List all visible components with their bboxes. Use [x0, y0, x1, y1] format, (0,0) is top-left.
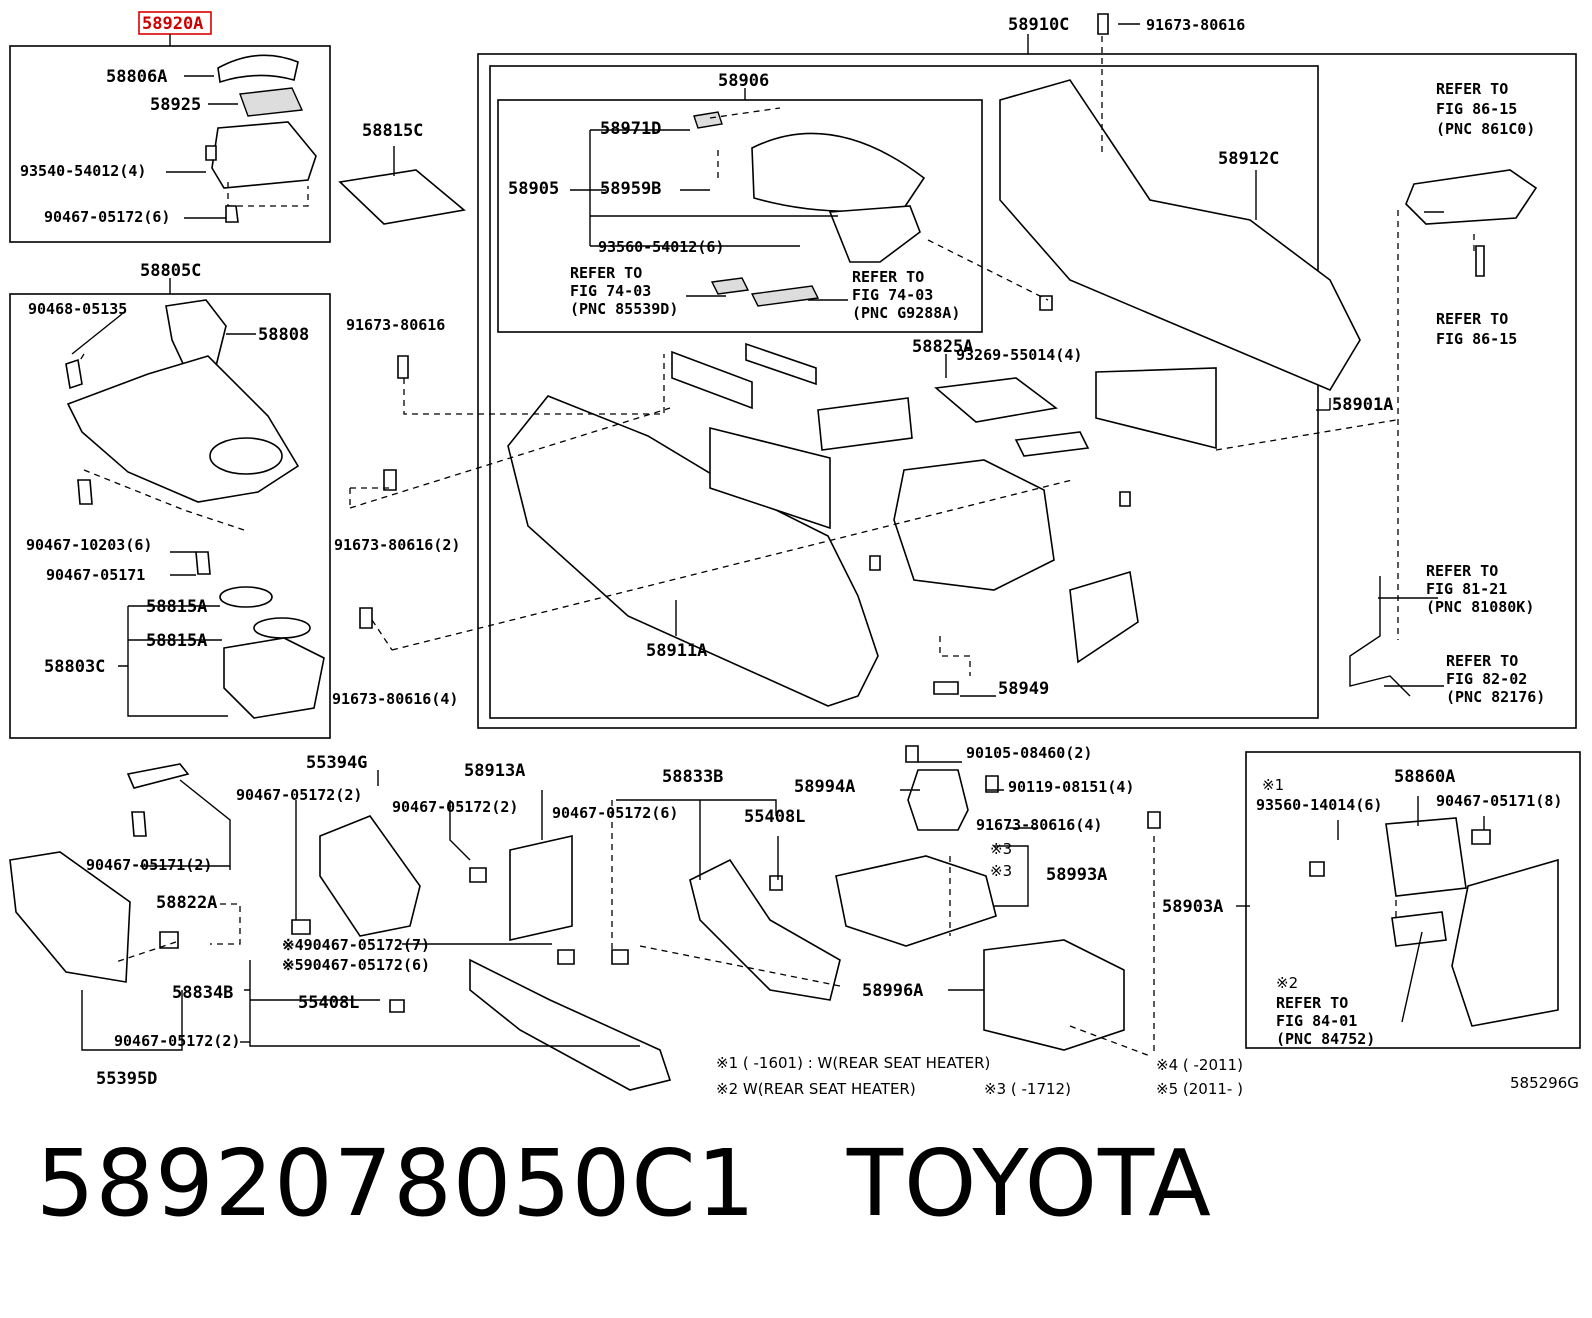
label-58912C[interactable]: 58912C — [1218, 149, 1279, 169]
label-58822A[interactable]: 58822A — [156, 893, 217, 913]
mark-3b: ※3 — [990, 862, 1012, 880]
label-93560-54012[interactable]: 93560-54012(6) — [598, 238, 724, 256]
label-58805C[interactable]: 58805C — [140, 261, 201, 281]
label-90467-05171-2[interactable]: 90467-05171(2) — [86, 856, 212, 874]
note-2: ※2 W(REAR SEAT HEATER) — [716, 1080, 916, 1098]
label-58971D[interactable]: 58971D — [600, 119, 661, 139]
refer-82176-l2: FIG 82-02 — [1446, 670, 1527, 688]
label-91673-80616-l1[interactable]: 91673-80616 — [346, 316, 445, 334]
label-58905[interactable]: 58905 — [508, 179, 559, 199]
label-90467-10203[interactable]: 90467-10203(6) — [26, 536, 152, 554]
label-55395D[interactable]: 55395D — [96, 1069, 157, 1089]
label-58996A[interactable]: 58996A — [862, 981, 923, 1001]
refer-blocks: REFER TO FIG 86-15 (PNC 861C0) REFER TO … — [570, 80, 1545, 1048]
group-box-58906 — [497, 99, 983, 333]
label-91673-80616-top[interactable]: 91673-80616 — [1146, 16, 1245, 34]
mark-1: ※1 — [1262, 776, 1284, 794]
label-58815A-2[interactable]: 58815A — [146, 631, 207, 651]
refer-861c0-l3: (PNC 861C0) — [1436, 120, 1535, 138]
figure-code: 585296G — [1510, 1074, 1579, 1092]
label-58833B[interactable]: 58833B — [662, 767, 723, 787]
label-91673-80616-l3[interactable]: 91673-80616(4) — [332, 690, 458, 708]
label-90467-05171-8[interactable]: 90467-05171(8) — [1436, 792, 1562, 810]
dashed-leaders — [115, 36, 1475, 1057]
refer-85539-l1[interactable]: REFER TO — [570, 264, 642, 282]
label-90467-05172-2a[interactable]: 90467-05172(2) — [236, 786, 362, 804]
label-58949[interactable]: 58949 — [998, 679, 1049, 699]
part-illustrations — [9, 13, 1559, 1091]
label-58906[interactable]: 58906 — [718, 71, 769, 91]
refer-84752-l2: FIG 84-01 — [1276, 1012, 1357, 1030]
mark-3a: ※3 — [990, 840, 1012, 858]
label-58913A[interactable]: 58913A — [464, 761, 525, 781]
refer-82176-l1[interactable]: REFER TO — [1446, 652, 1518, 670]
label-91673-80616-l2[interactable]: 91673-80616(2) — [334, 536, 460, 554]
label-58993A[interactable]: 58993A — [1046, 865, 1107, 885]
label-58911A[interactable]: 58911A — [646, 641, 707, 661]
refer-8615-l2: FIG 86-15 — [1436, 330, 1517, 348]
note-5: ※5 (2011- ) — [1156, 1080, 1243, 1098]
label-55408L-2[interactable]: 55408L — [298, 993, 359, 1013]
footnotes: ※1 ( -1601) : W(REAR SEAT HEATER) ※2 W(R… — [716, 1054, 1579, 1098]
refer-84752-l1[interactable]: REFER TO — [1276, 994, 1348, 1012]
refer-g9288-l2: FIG 74-03 — [852, 286, 933, 304]
group-box-inner — [489, 65, 1319, 719]
label-90467-05172-6b[interactable]: 90467-05172(6) — [552, 804, 678, 822]
refer-81080-l1[interactable]: REFER TO — [1426, 562, 1498, 580]
refer-81080-l2: FIG 81-21 — [1426, 580, 1507, 598]
label-58806A[interactable]: 58806A — [106, 67, 167, 87]
label-58860A[interactable]: 58860A — [1394, 767, 1455, 787]
label-58925[interactable]: 58925 — [150, 95, 201, 115]
note-4: ※4 ( -2011) — [1156, 1056, 1243, 1074]
refer-82176-l3: (PNC 82176) — [1446, 688, 1545, 706]
highlight-box — [138, 11, 212, 35]
refer-85539-l2: FIG 74-03 — [570, 282, 651, 300]
label-90467-05172-6[interactable]: 90467-05172(6) — [44, 208, 170, 226]
refer-84752-l3: (PNC 84752) — [1276, 1030, 1375, 1048]
refer-g9288-l3: (PNC G9288A) — [852, 304, 960, 322]
label-58808[interactable]: 58808 — [258, 325, 309, 345]
label-90467-05171[interactable]: 90467-05171 — [46, 566, 145, 584]
label-58910C[interactable]: 58910C — [1008, 15, 1069, 35]
label-58803C[interactable]: 58803C — [44, 657, 105, 677]
note-1: ※1 ( -1601) : W(REAR SEAT HEATER) — [716, 1054, 990, 1072]
refer-8615-l1[interactable]: REFER TO — [1436, 310, 1508, 328]
part-labels: 58806A 58925 93540-54012(4) 90467-05172(… — [20, 15, 1562, 1089]
label-55408L-1[interactable]: 55408L — [744, 807, 805, 827]
group-box-58860A — [1245, 751, 1581, 1049]
label-58815A-1[interactable]: 58815A — [146, 597, 207, 617]
label-93269-55014[interactable]: 93269-55014(4) — [956, 346, 1082, 364]
label-58815C[interactable]: 58815C — [362, 121, 423, 141]
label-90468-05135[interactable]: 90468-05135 — [28, 300, 127, 318]
label-90105-08460[interactable]: 90105-08460(2) — [966, 744, 1092, 762]
label-58994A[interactable]: 58994A — [794, 777, 855, 797]
label-90119-08151[interactable]: 90119-08151(4) — [1008, 778, 1134, 796]
part-number-caption: 5892078050C1 TOYOTA — [36, 1130, 1212, 1237]
label-55394G[interactable]: 55394G — [306, 753, 367, 773]
refer-861c0-l2: FIG 86-15 — [1436, 100, 1517, 118]
label-90467-05172-2b[interactable]: 90467-05172(2) — [392, 798, 518, 816]
refer-861c0-l1[interactable]: REFER TO — [1436, 80, 1508, 98]
label-90467-05172-2c[interactable]: 90467-05172(2) — [114, 1032, 240, 1050]
refer-g9288-l1[interactable]: REFER TO — [852, 268, 924, 286]
highlight-label[interactable]: 58920A — [142, 14, 203, 34]
label-490467-05172[interactable]: ※490467-05172(7) — [282, 936, 430, 954]
label-93560-14014[interactable]: 93560-14014(6) — [1256, 796, 1382, 814]
refer-85539-l3: (PNC 85539D) — [570, 300, 678, 318]
label-58834B[interactable]: 58834B — [172, 983, 233, 1003]
label-91673-80616-mid[interactable]: 91673-80616(4) — [976, 816, 1102, 834]
label-58903A[interactable]: 58903A — [1162, 897, 1223, 917]
solid-leaders — [71, 23, 1485, 1051]
note-3: ※3 ( -1712) — [984, 1080, 1071, 1098]
label-58825A[interactable]: 58825A — [912, 337, 973, 357]
mark-2: ※2 — [1276, 974, 1298, 992]
label-590467-05172[interactable]: ※590467-05172(6) — [282, 956, 430, 974]
refer-81080-l3: (PNC 81080K) — [1426, 598, 1534, 616]
label-93540-54012[interactable]: 93540-54012(4) — [20, 162, 146, 180]
group-box-58910C — [477, 53, 1577, 729]
label-58959B[interactable]: 58959B — [600, 179, 661, 199]
label-58901A[interactable]: 58901A — [1332, 395, 1393, 415]
